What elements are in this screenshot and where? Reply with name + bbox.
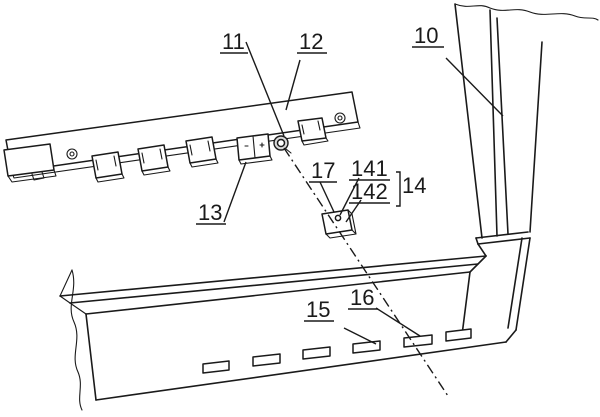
label-14: 14 (402, 173, 426, 198)
switch-3 (185, 136, 219, 168)
label-13: 13 (198, 200, 222, 225)
leader-12 (285, 59, 301, 111)
label-15: 15 (306, 297, 330, 322)
frame-panel (59, 3, 599, 411)
leader-15 (343, 327, 377, 345)
leader-lines (223, 41, 504, 345)
switch-4 (297, 117, 329, 146)
label-11: 11 (222, 29, 245, 54)
mount-hole-left (66, 148, 78, 160)
leader-10 (445, 57, 504, 117)
leader-141 (339, 177, 360, 216)
label-16: 16 (350, 285, 374, 310)
circuit-board (3, 91, 361, 183)
slot-1 (202, 360, 230, 374)
label-141: 141 (351, 156, 388, 181)
slot-5 (403, 334, 433, 348)
slot-2 (252, 353, 281, 367)
label-142: 142 (351, 179, 388, 204)
label-12: 12 (299, 29, 323, 54)
label-17: 17 (311, 158, 335, 183)
label-10: 10 (414, 23, 438, 48)
leader-13 (223, 161, 247, 223)
leader-16 (375, 307, 421, 337)
slot-6 (445, 328, 472, 342)
slot-row (202, 328, 472, 374)
mount-hole-right (334, 112, 346, 124)
switch-1 (91, 151, 125, 183)
bracket-14 (396, 171, 401, 207)
leader-17 (319, 181, 335, 213)
led-11 (273, 135, 292, 154)
switch-2 (137, 144, 171, 176)
component-13 (236, 133, 273, 165)
slot-3 (302, 346, 331, 360)
board-connector (3, 143, 55, 177)
labels: 10 11 12 13 17 141 142 14 15 16 (196, 23, 444, 322)
slot-4 (352, 340, 381, 354)
leader-11 (245, 41, 285, 137)
optical-axis (283, 147, 449, 397)
